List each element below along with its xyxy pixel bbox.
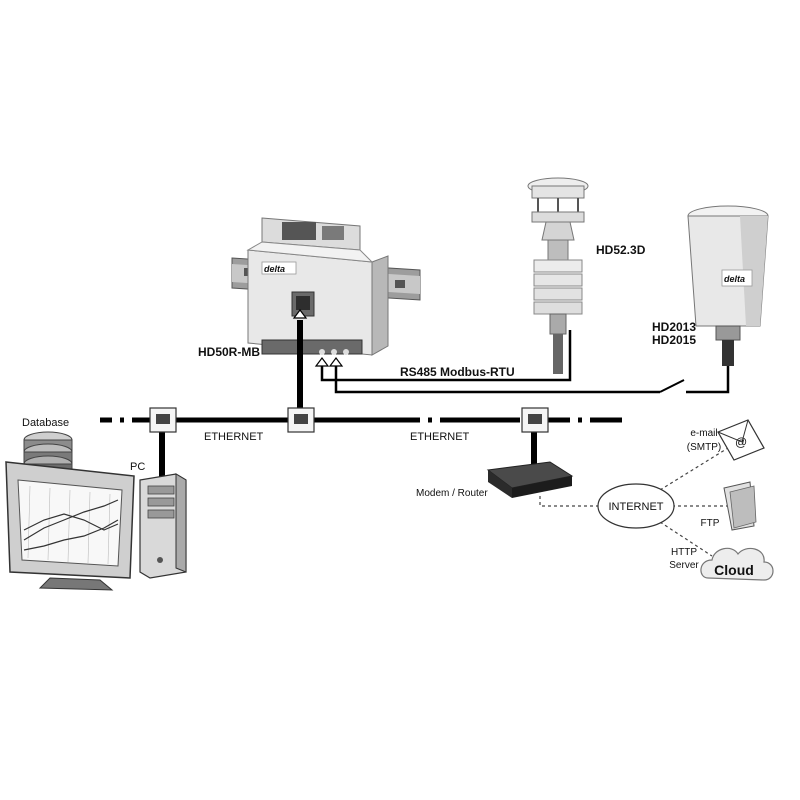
rs485-cable: [320, 330, 572, 382]
pc-label: PC: [130, 461, 145, 473]
rj45-port-right: [521, 407, 549, 433]
cloud-icon: [700, 547, 774, 581]
ethernet-label-left: ETHERNET: [204, 431, 264, 443]
ethernet-label-right: ETHERNET: [410, 431, 470, 443]
internet-label: INTERNET: [609, 501, 664, 513]
internet-node: [597, 483, 675, 529]
rs485-label: RS485 Modbus-RTU: [400, 365, 515, 379]
modem-label: Modem / Router: [416, 488, 488, 499]
email-label-1: e-mail: [690, 428, 717, 439]
hd2013-sensor: delta: [687, 205, 769, 366]
svg-text:delta: delta: [264, 264, 285, 274]
rj45-port-middle: [287, 407, 315, 433]
hd2013-label: HD2013: [652, 320, 696, 334]
arrow-up-icon: [328, 357, 344, 367]
ftp-label: FTP: [701, 518, 720, 529]
hd52-label: HD52.3D: [596, 243, 646, 257]
cloud-label: Cloud: [714, 562, 754, 578]
svg-text:@: @: [735, 435, 747, 449]
email-at-icon: @: [717, 419, 765, 461]
pc-tower: [139, 473, 187, 579]
http-label-1: HTTP: [671, 547, 697, 558]
http-label-2: Server: [669, 560, 699, 571]
hd2015-label: HD2015: [652, 333, 696, 347]
database-label: Database: [22, 417, 69, 429]
hd50r-device: delta: [246, 217, 389, 356]
pc-monitor: [5, 461, 135, 591]
router-device: [486, 461, 574, 498]
hd2013-cable: [334, 364, 660, 394]
switch-icon: [659, 379, 685, 393]
hd52-sensor: [527, 177, 589, 374]
email-label-2: (SMTP): [687, 442, 721, 453]
rj45-port-left: [149, 407, 177, 433]
hd50r-label: HD50R-MB: [198, 345, 260, 359]
cables: [100, 309, 730, 557]
arrow-up-icon: [314, 357, 330, 367]
svg-text:delta: delta: [724, 274, 745, 284]
arrow-up-icon: [292, 309, 308, 319]
folder-icon: [723, 481, 757, 531]
